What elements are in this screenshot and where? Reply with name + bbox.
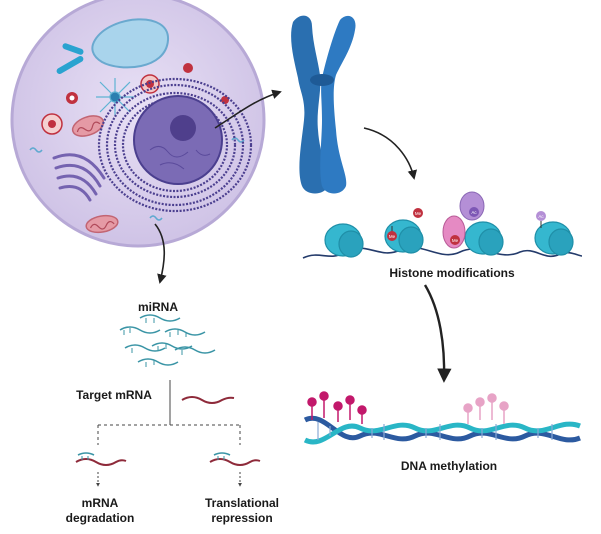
endoplasmic-reticulum-icon: [97, 77, 253, 213]
translational-repression-icon: [209, 452, 261, 487]
mark-text: Me: [389, 234, 396, 239]
vacuole-icon: [91, 18, 170, 69]
arrow-cell-to-mirna: [154, 223, 167, 284]
histone-mark-ac-2: Ac: [536, 211, 546, 228]
arrow-histone-to-dna: [423, 284, 452, 383]
target-mrna-icon: [181, 396, 235, 404]
mrna-degradation-icon: [75, 452, 127, 487]
mrna-branch: [75, 380, 261, 487]
label-mrna-degradation: mRNA degradation: [65, 496, 135, 525]
histone-modifications-figure: Me Me Ac Me Ac: [302, 191, 583, 259]
arrow-cell-to-chromosome: [214, 89, 282, 129]
label-mirna: miRNA: [137, 300, 178, 314]
chromosome-icon: [291, 15, 356, 194]
arrows: [154, 89, 452, 383]
methyl-group: [307, 391, 367, 424]
centrosome-icon: [96, 78, 134, 116]
nucleosome: [324, 219, 574, 258]
label-target-mrna: Target mRNA: [76, 388, 152, 402]
mirna-cluster-icon: [119, 314, 216, 367]
histone-mark-ac-1: Ac: [469, 207, 479, 217]
svg-text:Me: Me: [415, 211, 422, 216]
cell: [10, 0, 266, 248]
histone-mark-me-2: Me: [413, 208, 423, 218]
histone-mark-me-3: Me: [450, 235, 460, 245]
histone-mark-me-1: Me: [387, 226, 397, 241]
svg-text:Ac: Ac: [538, 214, 544, 219]
svg-text:Me: Me: [452, 238, 459, 243]
dna-methylation-figure: [303, 391, 581, 445]
label-histone-modifications: Histone modifications: [389, 266, 515, 280]
methyl-group-light: [463, 393, 509, 424]
svg-text:Ac: Ac: [471, 210, 477, 215]
label-dna-methylation: DNA methylation: [400, 459, 498, 473]
label-translational-repression: Translational repression: [204, 496, 280, 525]
golgi-icon: [52, 153, 106, 202]
arrow-chromosome-to-histone: [363, 127, 418, 180]
mitochondrion-icon: [71, 115, 105, 137]
